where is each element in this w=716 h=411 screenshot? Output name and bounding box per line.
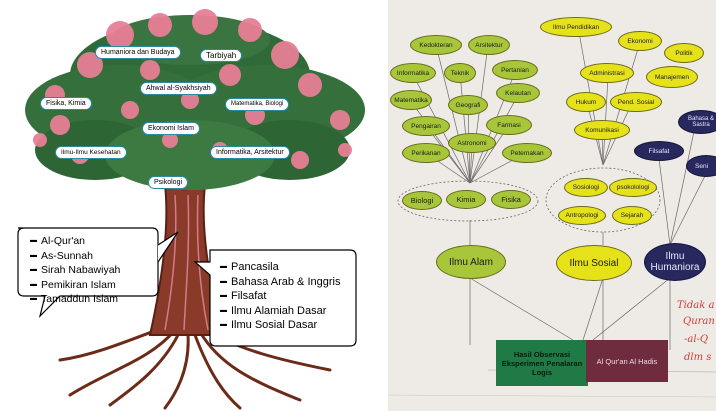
node-ilmu-pendidikan: Ilmu Pendidikan xyxy=(540,17,612,37)
node-matematika: Matematika xyxy=(390,90,432,110)
main-ilmu-sosial: Ilmu Sosial xyxy=(556,245,632,281)
node-biologi: Biologi xyxy=(402,191,442,210)
node-politik: Politik xyxy=(664,43,704,63)
base-observasi: Hasil Observasi Eksperimen Penalaran Log… xyxy=(496,340,588,386)
tree-label-humaniora: Humaniora dan Budaya xyxy=(95,46,181,59)
handwriting-line: -al-Q xyxy=(684,334,709,345)
node-perikanan: Perikanan xyxy=(402,143,450,163)
tree-label-matematika-biologi: Matematika, Biologi xyxy=(225,98,290,111)
tree-label-ekonomi-islam: Ekonomi Islam xyxy=(142,122,200,135)
node-pend-sosial: Pend. Sosial xyxy=(610,92,662,112)
tree-label-tarbiyah: Tarbiyah xyxy=(200,49,243,62)
tree-illustration xyxy=(17,9,365,410)
node-peternakan: Peternakan xyxy=(502,143,552,163)
node-kelautan: Kelautan xyxy=(496,83,540,103)
main-ilmu-alam: Ilmu Alam xyxy=(436,245,506,279)
handwriting-line: Tidak a xyxy=(677,300,715,311)
root-item: Pemikiran Islam xyxy=(30,278,120,293)
node-farmasi: Farmasi xyxy=(486,115,532,135)
node-informatika: Informatika xyxy=(390,63,436,83)
node-antropologi: Antropologi xyxy=(558,206,606,225)
root-item: As-Sunnah xyxy=(30,249,120,264)
handwriting-line: dlm s xyxy=(684,352,712,363)
node-pertanian: Pertanian xyxy=(492,60,538,80)
tree-label-ahwal: Ahwal al-Syakhsiyah xyxy=(140,82,217,95)
node-hukum: Hukum xyxy=(566,92,606,112)
root-item: Sirah Nabawiyah xyxy=(30,263,120,278)
main-ilmu-humaniora: Ilmu Humaniora xyxy=(644,243,706,281)
tree-label-kesehatan: Ilmu-Ilmu Kesehatan xyxy=(55,146,127,159)
node-seni: Seni xyxy=(686,155,716,177)
trunk-item: Ilmu Sosial Dasar xyxy=(220,318,340,333)
trunk-item: Ilmu Alamiah Dasar xyxy=(220,304,340,319)
node-filsafat: Filsafat xyxy=(634,141,684,161)
node-sosiologi: Sosiologi xyxy=(564,178,608,197)
node-sejarah: Sejarah xyxy=(612,206,652,225)
node-arsitektur: Arsitektur xyxy=(468,35,510,55)
node-manajemen: Manajemen xyxy=(646,66,698,88)
tree-label-informatika-arsitektur: Informatika, Arsitektur xyxy=(210,146,290,159)
tree-panel: Humaniora dan Budaya Tarbiyah Ahwal al-S… xyxy=(0,0,383,411)
node-bahasa-sastra: Bahasa & Sastra xyxy=(678,110,716,134)
node-administrasi: Administrasi xyxy=(580,63,634,83)
base-quran-hadis: Al Qur'an Al Hadis xyxy=(586,340,668,382)
root-item: Tamaddun Islam xyxy=(30,292,120,307)
trunk-item: Bahasa Arab & Inggris xyxy=(220,275,340,290)
trunk-bubble-list: Pancasila Bahasa Arab & Inggris Filsafat… xyxy=(220,260,340,333)
root-bubble-list: Al-Qur'an As-Sunnah Sirah Nabawiyah Pemi… xyxy=(30,234,120,307)
node-astronomi: Astronomi xyxy=(448,133,496,153)
root-item: Al-Qur'an xyxy=(30,234,120,249)
node-psikologi: psokolologi xyxy=(609,178,657,197)
node-kedokteran: Kedokteran xyxy=(410,35,462,55)
node-kimia: Kimia xyxy=(446,190,486,209)
node-geografi: Geografi xyxy=(448,95,488,115)
tree-label-psikologi: Psikologi xyxy=(148,176,189,189)
node-teknik: Teknik xyxy=(444,63,476,83)
handwriting-line: Quran xyxy=(683,316,715,327)
trunk-item: Pancasila xyxy=(220,260,340,275)
trunk-item: Filsafat xyxy=(220,289,340,304)
node-fisika: Fisika xyxy=(491,190,531,209)
knowledge-diagram-panel: Kedokteran Arsitektur Informatika Teknik… xyxy=(388,0,716,411)
tree-label-fisika-kimia: Fisika, Kimia xyxy=(40,97,92,110)
node-pengairan: Pengairan xyxy=(402,116,450,136)
node-ekonomi: Ekonomi xyxy=(618,31,662,51)
node-komunikasi: Komunikasi xyxy=(574,120,630,140)
